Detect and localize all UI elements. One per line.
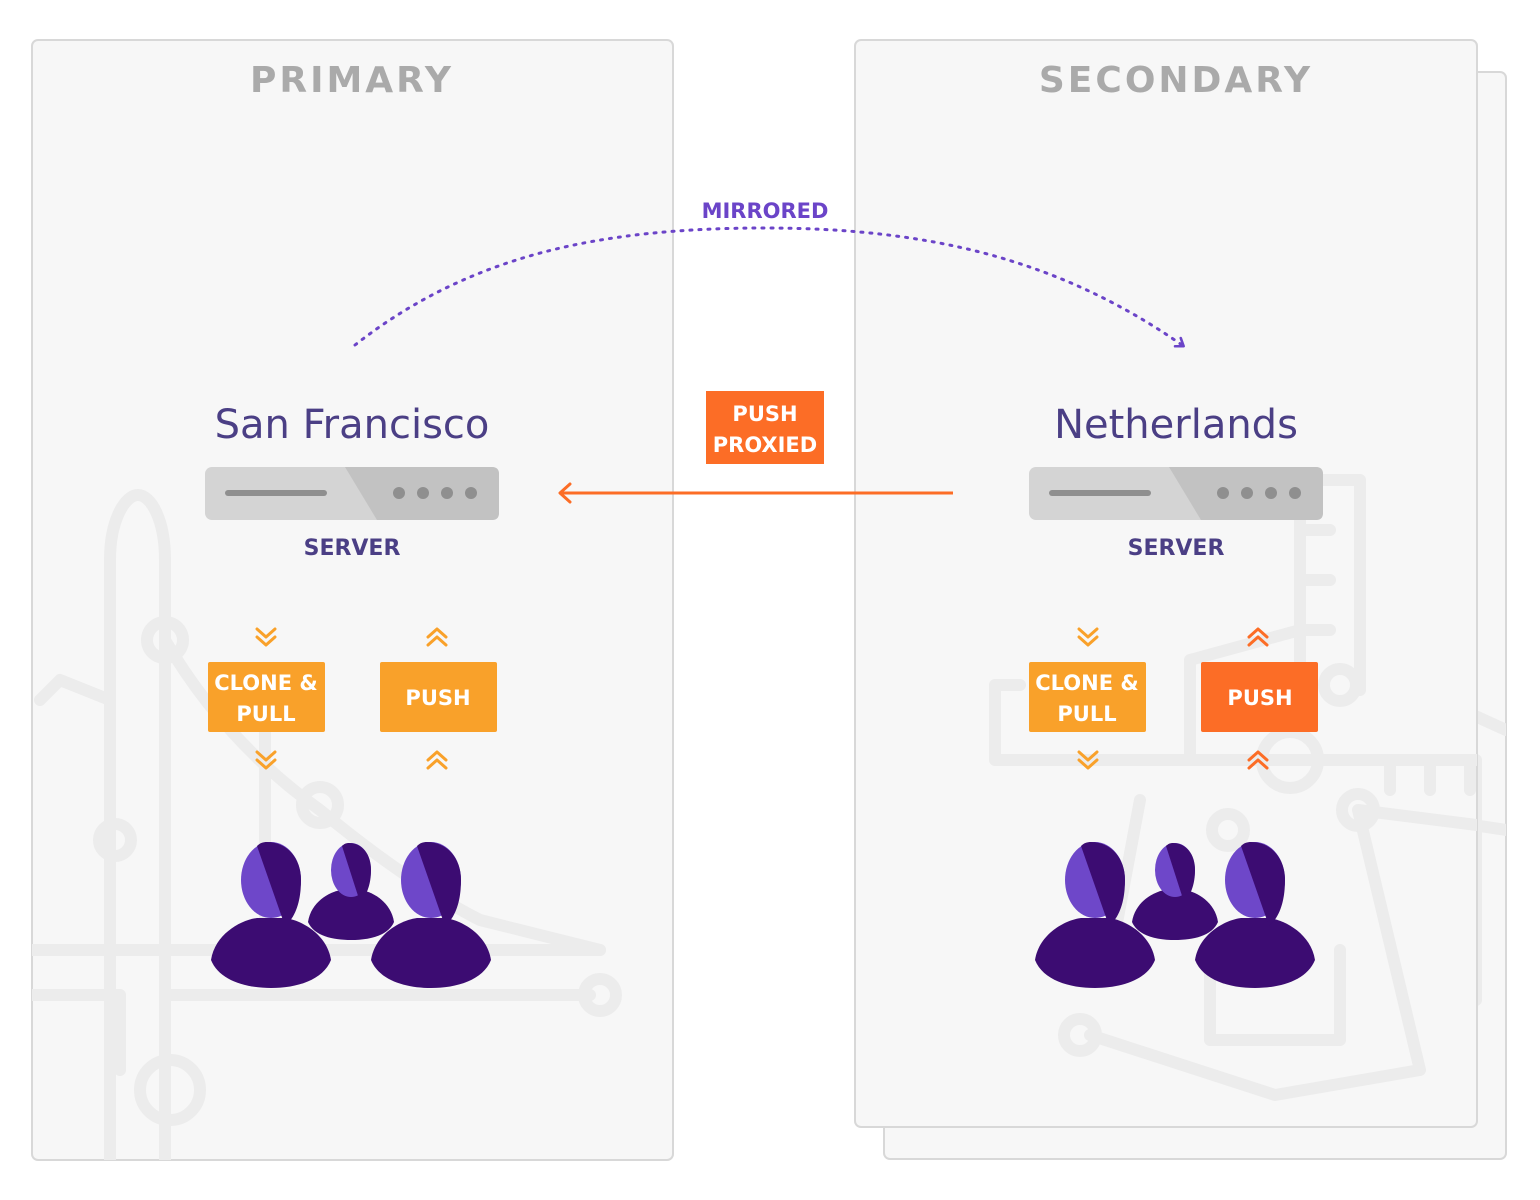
primary-clone-pull-label-line1: CLONE & (214, 671, 317, 695)
secondary-push-box (1201, 662, 1318, 732)
secondary-server-label: SERVER (1128, 536, 1225, 561)
arrow-left-icon (558, 482, 572, 504)
primary-panel (31, 39, 674, 1161)
primary-clone-pull-box (208, 662, 325, 732)
secondary-push-label: PUSH (1227, 686, 1292, 710)
secondary-clone-pull-label-line2: PULL (1057, 702, 1116, 726)
primary-server-icon (205, 467, 499, 520)
primary-title: PRIMARY (250, 60, 454, 101)
push-proxied-label-line2: PROXIED (713, 433, 817, 457)
secondary-clone-pull-box (1029, 662, 1146, 732)
primary-city-name: San Francisco (215, 402, 490, 448)
mirrored-label: MIRRORED (702, 199, 829, 223)
push-proxied-box (706, 391, 824, 464)
secondary-panel (854, 39, 1478, 1128)
secondary-title: SECONDARY (1039, 60, 1313, 101)
mirrored-arrow (353, 226, 1185, 348)
push-proxied-label-line1: PUSH (732, 402, 797, 426)
secondary-clone-pull-label-line1: CLONE & (1035, 671, 1138, 695)
secondary-server-icon (1029, 467, 1323, 520)
primary-push-box (380, 662, 497, 732)
secondary-city-name: Netherlands (1054, 402, 1298, 448)
primary-server-label: SERVER (304, 536, 401, 561)
primary-clone-pull-label-line2: PULL (236, 702, 295, 726)
primary-push-label: PUSH (405, 686, 470, 710)
bridge-background-pattern (32, 489, 622, 1160)
